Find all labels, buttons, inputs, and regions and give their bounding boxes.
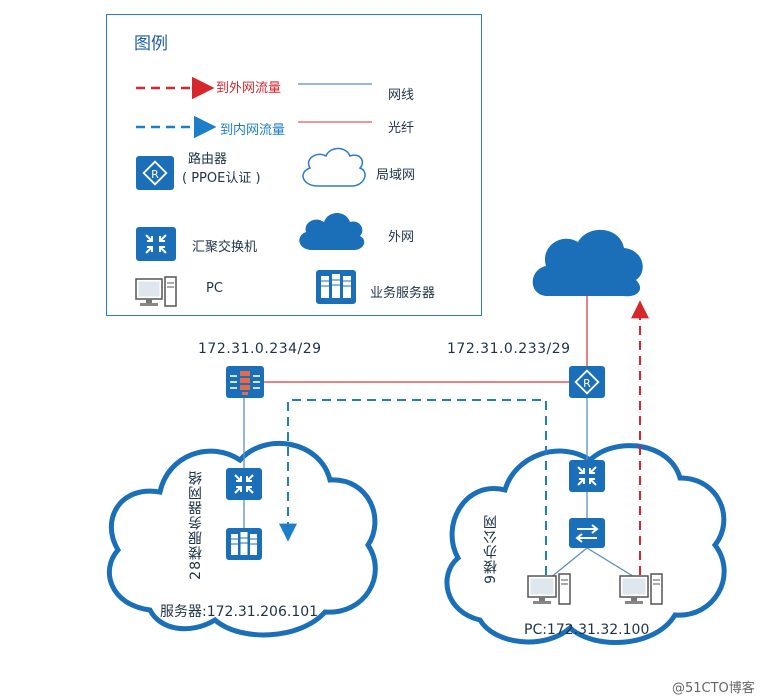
- pc-icon: [135, 276, 177, 307]
- server-ip-label: 服务器:172.31.206.101: [160, 604, 319, 620]
- office-pc-right-icon: [619, 573, 663, 605]
- server-node-icon: [226, 528, 262, 560]
- server-network-label: 28楼服务器网络: [188, 470, 204, 580]
- legend-switch-label: 汇聚交换机: [192, 240, 258, 255]
- office-pc-left-icon: [527, 573, 571, 605]
- router-ip-label: 172.31.0.233/29: [447, 341, 571, 357]
- legend-title: 图例: [134, 34, 168, 54]
- legend-outbound-label: 到外网流量: [216, 81, 282, 96]
- cable-access-pc1: [549, 547, 588, 579]
- server-icon: [316, 270, 356, 304]
- legend-fiber-label: 光纤: [388, 121, 415, 136]
- pc-ip-label: PC:172.31.32.100: [524, 622, 650, 638]
- office-access-switch-icon: [569, 518, 605, 548]
- firewall-icon: [226, 366, 264, 398]
- router-icon: R: [136, 156, 174, 190]
- internet-cloud: [532, 229, 643, 297]
- inbound-traffic-path: [279, 399, 547, 575]
- legend-router-sub-label: ( PPOE认证 ): [182, 171, 261, 186]
- aggregation-switch-icon: [136, 227, 176, 261]
- router-main-icon: R: [569, 366, 605, 398]
- legend-external-label: 外网: [388, 230, 415, 245]
- server-switch-icon: [226, 468, 262, 500]
- legend-server-label: 业务服务器: [370, 286, 436, 301]
- legend-box: [106, 14, 482, 316]
- external-cloud-icon: [299, 213, 365, 250]
- firewall-ip-label: 172.31.0.234/29: [198, 341, 322, 357]
- svg-text:R: R: [151, 168, 159, 181]
- legend-lan-label: 局域网: [376, 168, 416, 183]
- legend-router-label: 路由器: [188, 152, 228, 167]
- svg-text:R: R: [583, 377, 591, 390]
- office-network-label: 9楼办公网: [483, 514, 499, 584]
- legend-inbound-label: 到内网流量: [220, 123, 286, 138]
- watermark: @51CTO博客: [672, 681, 755, 696]
- legend-pc-label: PC: [206, 281, 223, 296]
- lan-cloud-icon: [302, 147, 366, 187]
- office-agg-switch-icon: [569, 460, 605, 492]
- legend-cable-label: 网线: [388, 88, 415, 103]
- cable-access-pc2: [586, 547, 637, 579]
